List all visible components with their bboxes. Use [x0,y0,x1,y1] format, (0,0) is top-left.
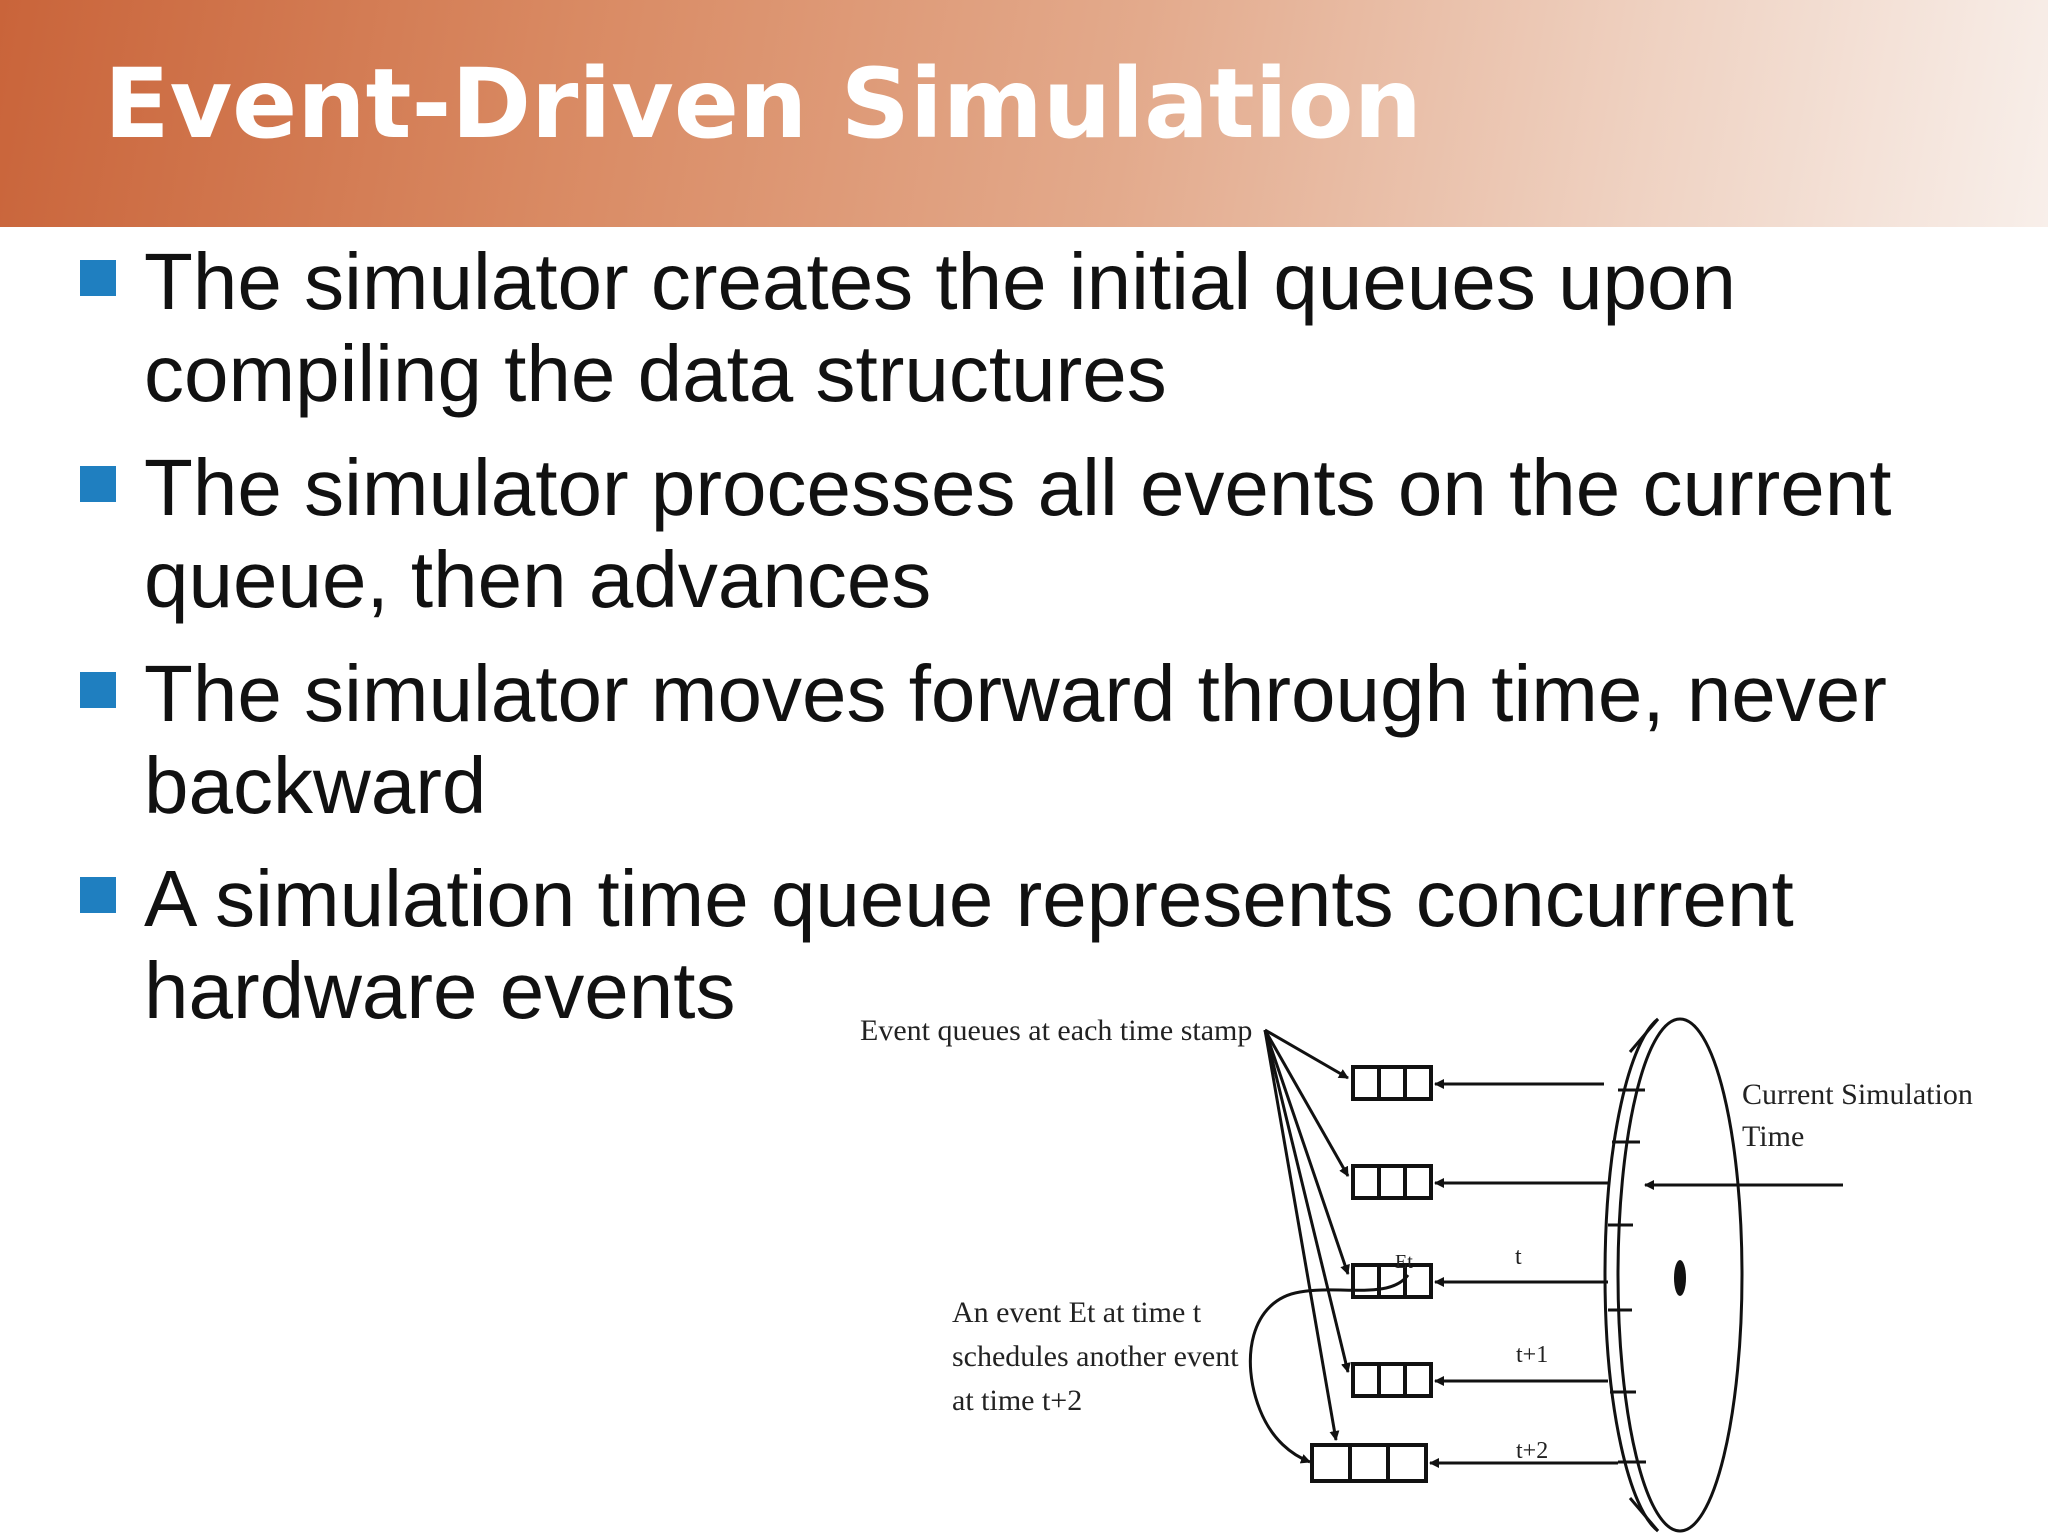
event-note-label: schedules another event [952,1340,1239,1373]
label-to-queue-arrow [1263,1029,1350,1275]
time-label-t1: t+1 [1516,1342,1548,1368]
bullet-text: The simulator creates the initial queues… [144,237,1737,418]
square-bullet-icon [80,466,116,502]
bullet-text: The simulator processes all events on th… [144,443,1892,624]
label-to-queue-arrow [1264,1028,1349,1080]
event-et-label: Et [1395,1251,1413,1273]
wheel-axle [1674,1260,1686,1296]
time-label-t: t [1515,1244,1522,1270]
label-to-queue-arrow [1263,1029,1351,1373]
bullet-text: The simulator moves forward through time… [144,649,1887,830]
event-queues-label: Event queues at each time stamp [860,1014,1252,1047]
square-bullet-icon [80,672,116,708]
event-note-label: at time t+2 [952,1384,1082,1417]
square-bullet-icon [80,260,116,296]
event-queue [1351,1263,1433,1299]
event-queue [1351,1065,1433,1101]
slide-title: Event-Driven Simulation [104,48,1422,160]
event-note-label: An event Et at time t [952,1296,1202,1329]
schedule-arrow [1248,1274,1410,1464]
title-banner: Event-Driven Simulation [0,0,2048,227]
bullet-text: A simulation time queue represents concu… [144,854,1794,1035]
event-queue [1351,1164,1433,1200]
current-time-label: Time [1742,1120,1804,1153]
time-label-t2: t+2 [1516,1438,1548,1464]
event-queue [1310,1443,1428,1483]
event-queue [1351,1362,1433,1398]
event-queue-diagram: Event queues at each time stamp Current … [860,1014,1973,1533]
square-bullet-icon [80,877,116,913]
label-to-queue-arrow [1263,1029,1340,1441]
time-wheel [1603,1017,1744,1533]
current-time-label: Current Simulation [1742,1078,1973,1111]
label-to-queue-arrow [1263,1029,1350,1177]
